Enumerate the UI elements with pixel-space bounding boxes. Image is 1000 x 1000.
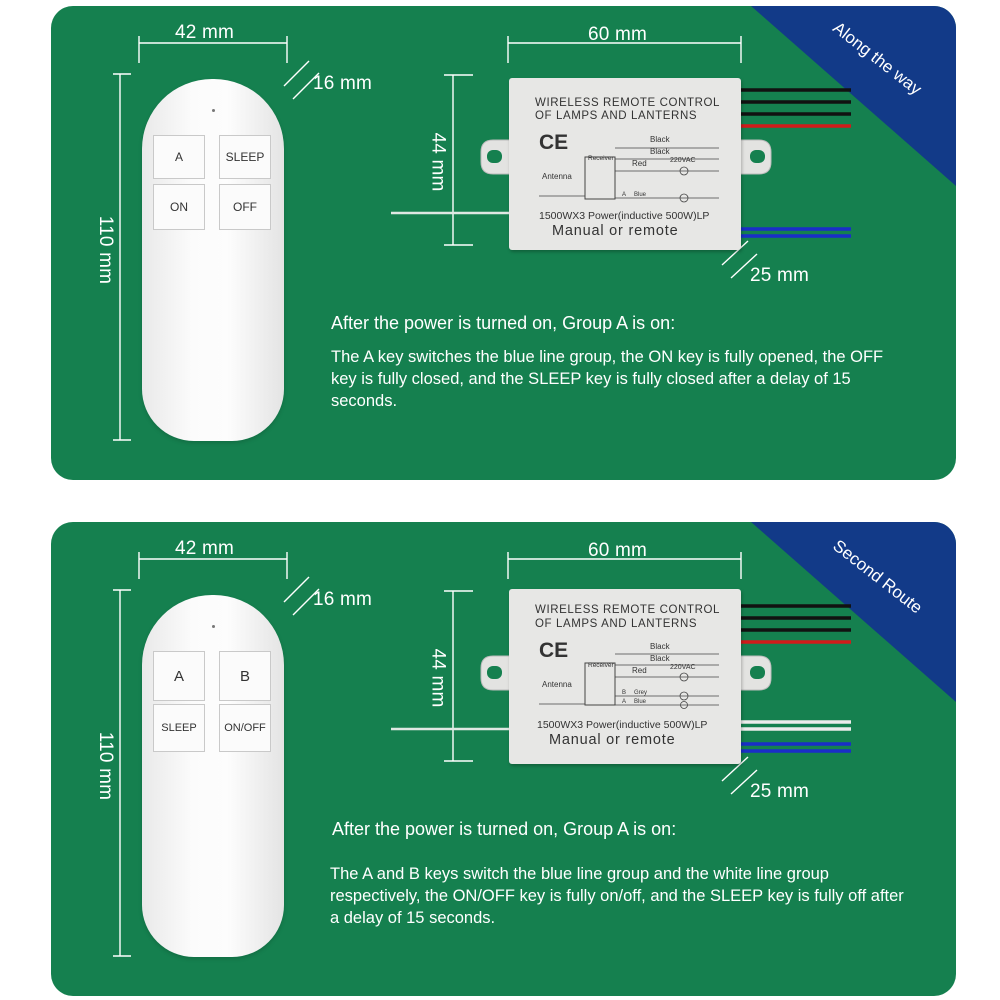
button-a[interactable]: A <box>153 135 205 179</box>
label-red: Red <box>632 159 647 168</box>
label-antenna: Antenna <box>542 172 572 181</box>
button-off[interactable]: OFF <box>219 184 271 230</box>
label-blue: Blue <box>634 192 647 198</box>
module-title-line1: WIRELESS REMOTE CONTROL <box>535 604 721 616</box>
info-body: The A and B keys switch the blue line gr… <box>330 865 904 927</box>
label-b: B <box>622 690 627 696</box>
remote-control: A SLEEP ON OFF <box>142 79 284 441</box>
info-heading: After the power is turned on, Group A is… <box>331 313 676 333</box>
module-spec: 1500WX3 Power(inductive 500W)LP <box>537 719 708 731</box>
ce-mark: CE <box>539 131 569 154</box>
remote-width-label: 42 mm <box>175 22 235 43</box>
button-sleep[interactable]: SLEEP <box>219 135 271 179</box>
remote-height-label: 110 mm <box>95 215 117 285</box>
label-red: Red <box>632 666 647 675</box>
button-b[interactable]: B <box>219 651 271 701</box>
product-panel-1: Along the way 42 mm 16 mm 110 mm 60 mm 4… <box>51 6 956 480</box>
info-heading: After the power is turned on, Group A is… <box>332 819 677 839</box>
receiver-module: WIRELESS REMOTE CONTROL OF LAMPS AND LAN… <box>509 589 741 764</box>
label-receiver: Receiver <box>588 155 614 162</box>
receiver-module: WIRELESS REMOTE CONTROL OF LAMPS AND LAN… <box>509 78 741 250</box>
label-black-2: Black <box>650 654 670 663</box>
module-title-line2: OF LAMPS AND LANTERNS <box>535 110 698 122</box>
corner-ribbon <box>751 522 956 702</box>
module-spec: 1500WX3 Power(inductive 500W)LP <box>539 210 710 222</box>
button-sleep[interactable]: SLEEP <box>153 704 205 752</box>
module-height-label: 44 mm <box>427 132 449 192</box>
module-title-line2: OF LAMPS AND LANTERNS <box>535 618 698 630</box>
wiring-diagram <box>539 653 719 709</box>
info-body: The A key switches the blue line group, … <box>331 348 884 410</box>
label-voltage: 220VAC <box>670 157 696 164</box>
label-black-1: Black <box>650 135 670 144</box>
dimension-lines <box>113 552 851 957</box>
indicator-light <box>212 625 215 628</box>
remote-height-label: 110 mm <box>95 731 117 801</box>
module-width-label: 60 mm <box>588 540 648 561</box>
module-height-label: 44 mm <box>427 648 449 708</box>
wire-length-label: 25 mm <box>750 781 810 802</box>
wiring-diagram <box>539 147 719 203</box>
label-black-2: Black <box>650 147 670 156</box>
label-grey: Grey <box>634 690 648 696</box>
module-mode: Manual or remote <box>549 732 676 748</box>
dimension-lines <box>113 36 851 441</box>
label-a: A <box>622 699 627 705</box>
module-mode: Manual or remote <box>552 223 679 239</box>
label-antenna: Antenna <box>542 680 572 689</box>
label-black-1: Black <box>650 642 670 651</box>
product-panel-2: Second Route 42 mm 16 mm 110 mm 60 mm 44… <box>51 522 956 996</box>
wire-length-label: 25 mm <box>750 265 810 286</box>
remote-control: A B SLEEP ON/OFF <box>142 595 284 957</box>
button-a[interactable]: A <box>153 651 205 701</box>
label-blue: Blue <box>634 699 647 705</box>
indicator-light <box>212 109 215 112</box>
label-a: A <box>622 192 627 198</box>
mounting-tabs <box>480 655 772 691</box>
module-title-line1: WIRELESS REMOTE CONTROL <box>535 97 721 109</box>
remote-depth-label: 16 mm <box>313 589 373 610</box>
remote-width-label: 42 mm <box>175 538 235 559</box>
button-on[interactable]: ON <box>153 184 205 230</box>
ce-mark: CE <box>539 639 569 662</box>
label-receiver: Receiver <box>588 662 614 669</box>
label-voltage: 220VAC <box>670 664 696 671</box>
module-width-label: 60 mm <box>588 24 648 45</box>
mounting-tabs <box>480 139 772 175</box>
corner-ribbon <box>751 6 956 186</box>
button-on-off[interactable]: ON/OFF <box>219 704 271 752</box>
remote-depth-label: 16 mm <box>313 73 373 94</box>
